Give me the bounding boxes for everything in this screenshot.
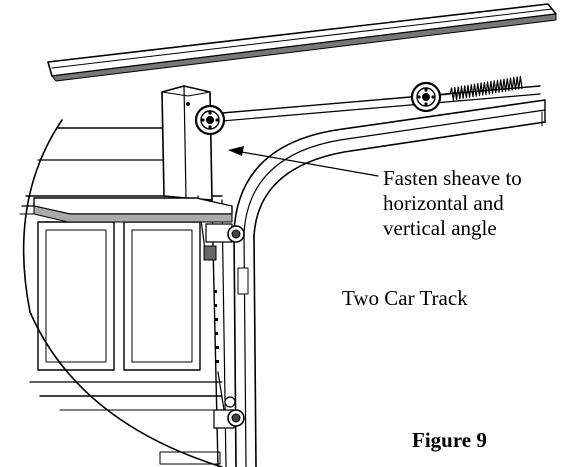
sheave-callout-text: Fasten sheave to horizontal and vertical… (383, 166, 522, 241)
top-roller (203, 223, 245, 261)
figure-number-label: Figure 9 (412, 428, 487, 452)
upper-angle-rail (47, 3, 557, 82)
callout-line-3: vertical angle (383, 216, 497, 240)
horizontal-track (233, 99, 546, 237)
left-sheave (194, 104, 226, 136)
callout-leader-arrow (228, 146, 379, 177)
track-type-label: Two Car Track (342, 286, 468, 310)
bottom-roller (213, 371, 245, 429)
horizontal-angle (209, 85, 541, 123)
extension-spring (439, 75, 523, 101)
door-edge-fasteners (214, 290, 219, 363)
vertical-track (233, 231, 257, 467)
callout-line-2: horizontal and (383, 191, 504, 215)
callout-line-1: Fasten sheave to (383, 166, 522, 190)
header-bracket (33, 197, 233, 223)
right-sheave (410, 81, 442, 113)
